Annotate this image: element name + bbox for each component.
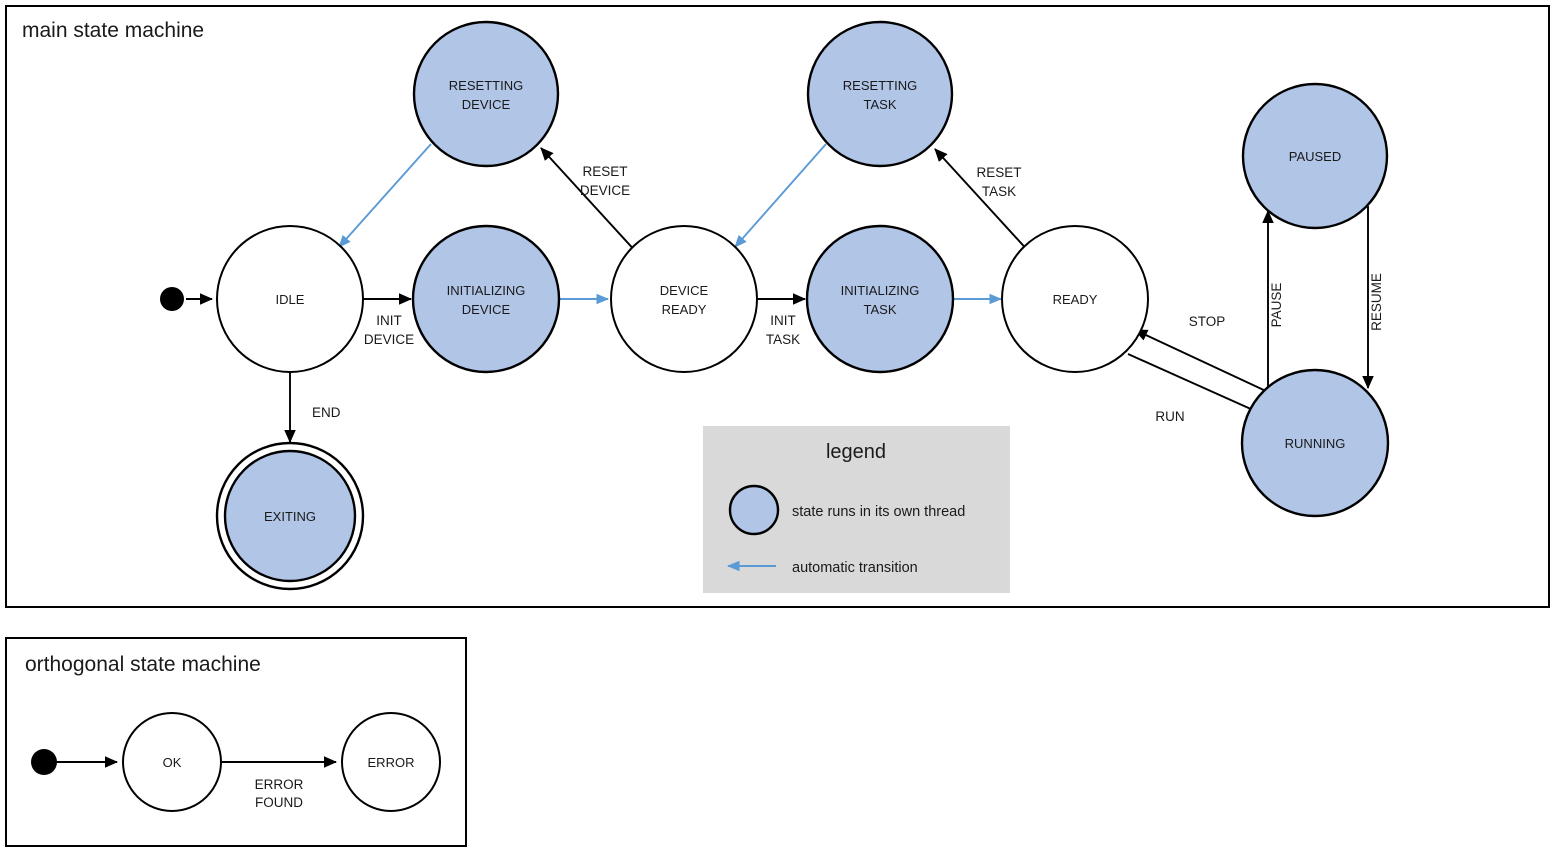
- transition-ok-error: ERROR FOUND: [222, 756, 338, 810]
- state-running-label: RUNNING: [1285, 436, 1346, 451]
- state-resetting-task-circle[interactable]: [806, 20, 954, 168]
- state-running-circle[interactable]: [1240, 368, 1390, 518]
- transition-ready-running-label: RUN: [1155, 409, 1184, 424]
- state-initializing-task-circle[interactable]: [805, 224, 955, 374]
- orthogonal-state-machine-panel: orthogonal state machine ERROR FOUND OK …: [5, 637, 467, 847]
- state-ready-circle[interactable]: [1001, 225, 1149, 373]
- state-error-label: ERROR: [368, 755, 415, 770]
- state-resetting-task[interactable]: RESETTING TASK: [806, 20, 954, 168]
- state-exiting-circle[interactable]: [223, 449, 357, 583]
- orthogonal-panel-title: orthogonal state machine: [25, 653, 261, 676]
- state-resetting-device-label-line-0: RESETTING: [449, 78, 523, 93]
- state-running[interactable]: RUNNING: [1240, 368, 1390, 518]
- state-ok-circle[interactable]: [122, 712, 222, 812]
- initial-state-dot-orthogonal: [31, 749, 57, 775]
- state-resetting-device-circle[interactable]: [412, 20, 560, 168]
- legend-item-automatic-transition-label: automatic transition: [792, 560, 918, 576]
- transition-idle-exiting-label: END: [312, 405, 341, 420]
- transition-idle-initializing-device: INIT DEVICE: [363, 293, 414, 347]
- transition-ready-resetting-task-arrow: [934, 148, 1032, 255]
- transition-resetting-device-idle: [338, 143, 432, 248]
- state-ok[interactable]: OK: [122, 712, 222, 812]
- transition-ready-resetting-task-label-line-1: TASK: [982, 184, 1016, 199]
- state-device-ready[interactable]: DEVICE READY: [610, 225, 758, 373]
- state-idle-label: IDLE: [276, 292, 305, 307]
- initial-state-dot-main: [160, 287, 184, 311]
- state-device-ready-circle[interactable]: [610, 225, 758, 373]
- main-panel-title: main state machine: [22, 19, 204, 42]
- transition-device-ready-resetting-device: RESET DEVICE: [540, 147, 639, 255]
- transition-paused-running: RESUME: [1362, 206, 1384, 390]
- state-resetting-device-label-line-1: DEVICE: [462, 97, 511, 112]
- transition-resetting-task-device-ready-arrow: [734, 143, 827, 248]
- state-resetting-task-label-line-0: RESETTING: [843, 78, 917, 93]
- state-idle-circle[interactable]: [216, 225, 364, 373]
- state-initializing-task-label-line-1: TASK: [864, 302, 897, 317]
- transition-ready-running-arrow: [1127, 353, 1263, 415]
- state-ready[interactable]: READY: [1001, 225, 1149, 373]
- transition-ok-error-label-line-0: ERROR: [255, 777, 304, 792]
- state-exiting-outer-ring: [215, 441, 365, 591]
- transition-device-ready-initializing-task-label-line-1: TASK: [766, 332, 800, 347]
- transition-running-paused-label: PAUSE: [1269, 283, 1284, 328]
- state-paused-label: PAUSED: [1289, 149, 1342, 164]
- transition-idle-initializing-device-label-line-0: INIT: [376, 313, 402, 328]
- transition-resetting-task-device-ready: [734, 143, 827, 248]
- state-initializing-device-circle[interactable]: [411, 224, 561, 374]
- state-initializing-device[interactable]: INITIALIZING DEVICE: [411, 224, 561, 374]
- transition-ready-resetting-task: RESET TASK: [934, 148, 1032, 255]
- state-device-ready-label-line-1: READY: [662, 302, 707, 317]
- state-initializing-device-label-line-0: INITIALIZING: [447, 283, 526, 298]
- legend-title: legend: [826, 441, 886, 463]
- transition-device-ready-resetting-device-label-line-1: DEVICE: [580, 183, 630, 198]
- transition-running-ready-arrow: [1134, 329, 1269, 393]
- transition-running-paused: PAUSE: [1262, 209, 1284, 395]
- state-idle[interactable]: IDLE: [216, 225, 364, 373]
- state-resetting-device[interactable]: RESETTING DEVICE: [412, 20, 560, 168]
- legend-item-thread-state: state runs in its own thread: [728, 484, 965, 536]
- transition-resetting-device-idle-arrow: [338, 143, 432, 248]
- transition-idle-initializing-device-label-line-1: DEVICE: [364, 332, 414, 347]
- transition-device-ready-initializing-task: INIT TASK: [757, 293, 807, 347]
- state-initializing-device-label-line-1: DEVICE: [462, 302, 511, 317]
- state-exiting-label: EXITING: [264, 509, 316, 524]
- legend-item-thread-state-label: state runs in its own thread: [792, 504, 965, 520]
- state-initializing-task[interactable]: INITIALIZING TASK: [805, 224, 955, 374]
- transition-ok-error-label-line-1: FOUND: [255, 795, 303, 810]
- legend: legend state runs in its own thread auto…: [703, 426, 1010, 593]
- transition-running-ready: STOP: [1134, 314, 1269, 393]
- legend-item-automatic-transition: automatic transition: [726, 560, 918, 576]
- legend-blue-circle-icon: [728, 484, 780, 536]
- transition-paused-running-label: RESUME: [1369, 273, 1384, 331]
- transition-idle-exiting: END: [284, 372, 341, 444]
- main-state-machine-panel: main state machine INIT DEVICE END: [5, 5, 1550, 608]
- transition-ready-running: RUN: [1127, 353, 1263, 424]
- transition-ready-resetting-task-label-line-0: RESET: [976, 165, 1021, 180]
- state-ready-label: READY: [1053, 292, 1098, 307]
- state-ok-label: OK: [163, 755, 182, 770]
- state-resetting-task-label-line-1: TASK: [864, 97, 897, 112]
- transition-device-ready-resetting-device-arrow: [540, 147, 639, 255]
- transition-running-ready-label: STOP: [1189, 314, 1226, 329]
- state-error[interactable]: ERROR: [341, 712, 441, 812]
- state-paused[interactable]: PAUSED: [1241, 82, 1389, 230]
- state-error-circle[interactable]: [341, 712, 441, 812]
- state-device-ready-label-line-0: DEVICE: [660, 283, 709, 298]
- state-exiting[interactable]: EXITING: [215, 441, 365, 591]
- transition-device-ready-initializing-task-label-line-0: INIT: [770, 313, 796, 328]
- state-paused-circle[interactable]: [1241, 82, 1389, 230]
- orthogonal-states: OK ERROR: [31, 712, 441, 812]
- main-states: IDLE RESETTING DEVICE INITIALIZING DEVIC…: [160, 20, 1390, 591]
- main-transitions: INIT DEVICE END RESET DEVICE: [186, 143, 1384, 444]
- state-initializing-task-label-line-0: INITIALIZING: [841, 283, 920, 298]
- orthogonal-transitions: ERROR FOUND: [57, 756, 338, 810]
- transition-device-ready-resetting-device-label-line-0: RESET: [582, 164, 627, 179]
